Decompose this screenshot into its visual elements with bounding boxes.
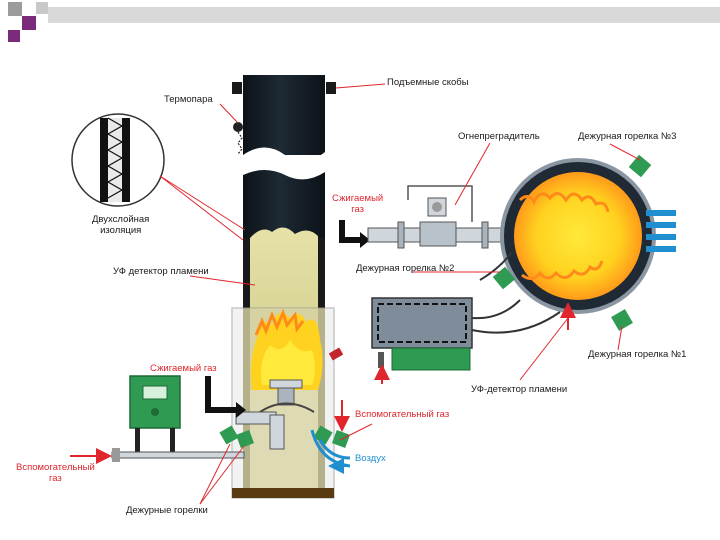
burner-assembly xyxy=(232,379,334,498)
label-pilot-burner-1: Дежурная горелка №1 xyxy=(588,349,687,360)
label-air: Воздух xyxy=(355,453,386,464)
label-uv-detector-right: УФ-детектор пламени xyxy=(471,384,568,395)
corner-square-4 xyxy=(8,30,20,42)
base-pilot-burners xyxy=(219,425,350,448)
header-bar xyxy=(48,7,720,23)
flared-gas-inlet-bottom xyxy=(205,376,246,418)
label-double-insulation-line1: Двухслойная xyxy=(92,214,150,225)
label-flared-gas-top: Сжигаемый газ xyxy=(332,193,384,216)
label-flared-gas-top-line1: Сжигаемый xyxy=(332,193,384,204)
corner-square-3 xyxy=(36,2,48,14)
label-pilot-burners: Дежурные горелки xyxy=(126,505,208,516)
leader-lines xyxy=(189,83,641,505)
corner-square-1 xyxy=(8,2,22,16)
incinerator-chamber xyxy=(500,158,656,314)
label-thermocouple: Термопара xyxy=(164,94,213,105)
uv-detector-stack xyxy=(328,347,344,361)
label-auxiliary-gas-right: Вспомогательный газ xyxy=(355,409,450,420)
label-uv-detector-left: УФ детектор пламени xyxy=(113,266,209,277)
flame xyxy=(250,308,323,390)
label-flared-gas-top-line2: газ xyxy=(351,203,365,215)
label-pilot-burner-2: Дежурная горелка №2 xyxy=(356,263,455,274)
flare-gas-line-right xyxy=(339,185,519,249)
thermocouple-icon xyxy=(233,122,243,155)
control-box-right xyxy=(371,251,561,371)
label-double-insulation-line2: изоляция xyxy=(100,224,142,236)
uv-arrow-right xyxy=(374,302,576,384)
insulation-detail-zoom xyxy=(71,113,246,241)
label-lifting-brackets: Подъемные скобы xyxy=(387,77,469,88)
label-double-insulation: Двухслойная изоляция xyxy=(92,214,150,237)
label-auxiliary-gas-left: Вспомогательный газ xyxy=(16,462,95,485)
label-auxiliary-gas-left-line1: Вспомогательный xyxy=(16,462,95,473)
label-auxiliary-gas-left-line2: газ xyxy=(48,472,62,484)
label-flame-arrester: Огнепреградитель xyxy=(458,131,540,142)
label-pilot-burner-3: Дежурная горелка №3 xyxy=(578,131,677,142)
label-flared-gas-bottom: Сжигаемый газ xyxy=(150,363,217,374)
stack-top-section xyxy=(232,75,336,169)
aux-gas-pipe xyxy=(111,448,245,462)
control-cabinet xyxy=(129,375,181,452)
corner-square-2 xyxy=(22,16,36,30)
air-inlet-fins xyxy=(646,210,676,252)
